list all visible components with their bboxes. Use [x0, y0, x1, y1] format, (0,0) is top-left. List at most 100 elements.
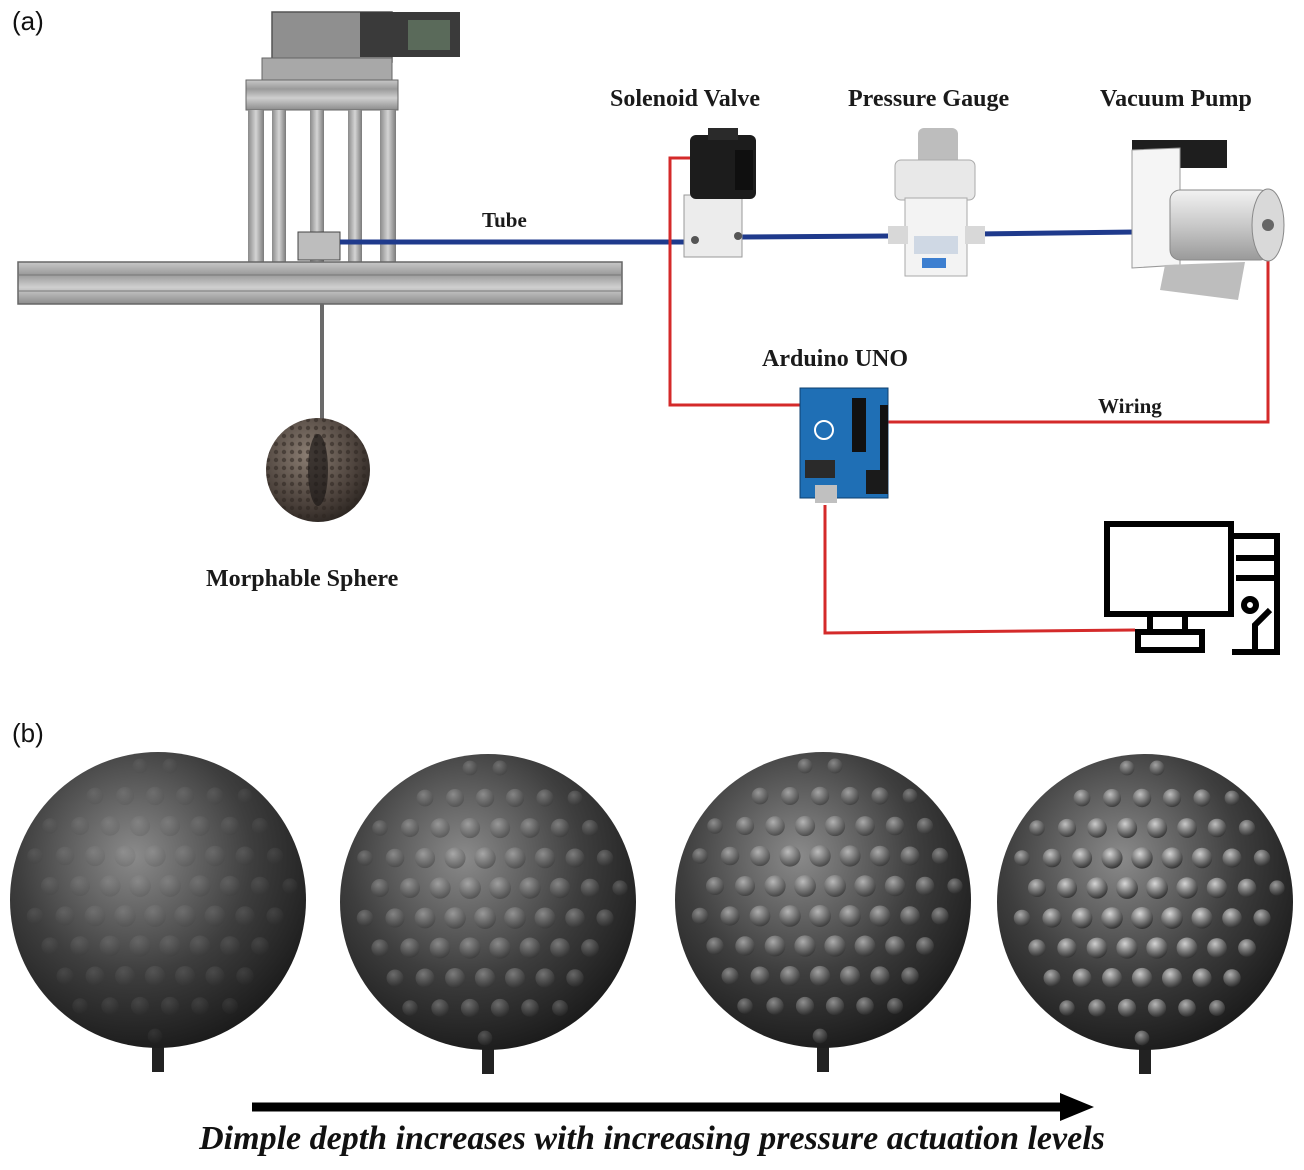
dimple: [749, 845, 771, 867]
dimple: [885, 936, 905, 956]
dimple: [1028, 939, 1046, 957]
dimple: [414, 907, 436, 929]
dimple: [1253, 849, 1271, 867]
dimple: [797, 758, 813, 774]
dimple: [1176, 937, 1198, 959]
dimple: [100, 816, 120, 836]
dimple: [1206, 877, 1228, 899]
dimple: [870, 966, 890, 986]
dimple: [947, 878, 963, 894]
dimple: [1209, 1000, 1225, 1016]
dimple: [415, 968, 435, 988]
dimple: [809, 845, 831, 867]
dimple: [1238, 939, 1256, 957]
dimple: [749, 905, 771, 927]
dimple: [855, 816, 875, 836]
dimple: [1207, 938, 1227, 958]
dimple: [444, 847, 466, 869]
dimple: [474, 967, 496, 989]
dimple: [191, 997, 209, 1015]
dimple: [839, 965, 861, 987]
dimple: [160, 996, 180, 1016]
dimple: [812, 1028, 828, 1044]
dimple: [1147, 998, 1167, 1018]
dimple: [839, 845, 861, 867]
dimple: [386, 969, 404, 987]
dimple: [42, 818, 58, 834]
dimple: [129, 935, 151, 957]
dimple: [884, 875, 906, 897]
solenoid-valve-label: Solenoid Valve: [610, 86, 761, 112]
dimple: [235, 906, 255, 926]
dimple: [144, 905, 166, 927]
dimple: [190, 816, 210, 836]
dimple: [459, 817, 481, 839]
dimple: [567, 790, 583, 806]
dimple: [1132, 788, 1152, 808]
dimple: [490, 998, 510, 1018]
dimple: [174, 965, 196, 987]
dimple: [1071, 907, 1093, 929]
dimple: [489, 877, 511, 899]
vacuum-pump-label: Vacuum Pump: [1100, 86, 1252, 112]
dimple: [1116, 877, 1138, 899]
dimple: [55, 846, 75, 866]
solenoid-valve-icon: [683, 128, 756, 258]
dimple-sphere-4: [997, 754, 1293, 1074]
dimple: [1059, 1000, 1075, 1016]
dimple: [357, 850, 373, 866]
dimple: [400, 938, 420, 958]
dimple: [175, 786, 195, 806]
dimple: [250, 876, 270, 896]
dimple: [691, 907, 709, 925]
dimple: [115, 966, 135, 986]
dimple: [145, 786, 165, 806]
dimple: [205, 966, 225, 986]
sphere-stem: [817, 1044, 829, 1072]
dimple: [1087, 818, 1107, 838]
dimple: [26, 907, 44, 925]
dimple: [1131, 907, 1153, 929]
dimple: [489, 817, 511, 839]
progression-caption: Dimple depth increases with increasing p…: [199, 1120, 1105, 1157]
dimple: [204, 905, 226, 927]
dimple: [159, 935, 181, 957]
dimple: [99, 875, 121, 897]
dimple: [370, 878, 390, 898]
dimple: [809, 965, 831, 987]
dimple: [931, 847, 949, 865]
dimple: [251, 937, 269, 955]
dimple: [101, 997, 119, 1015]
dimple: [72, 998, 88, 1014]
dimple: [612, 880, 628, 896]
panel-b-label: (b): [12, 718, 44, 748]
dimple: [129, 875, 151, 897]
dimple: [504, 847, 526, 869]
dimple: [721, 967, 739, 985]
morphable-sphere-label: Morphable Sphere: [206, 566, 399, 592]
dimple: [429, 937, 451, 959]
dimple: [1161, 847, 1183, 869]
dimple: [737, 998, 753, 1014]
arduino-board-icon: [799, 387, 889, 503]
dimple: [144, 965, 166, 987]
sphere-stem: [1139, 1046, 1151, 1074]
dimple: [1042, 848, 1062, 868]
dimple: [114, 905, 136, 927]
dimple: [824, 815, 846, 837]
dimple-sphere-3: [675, 752, 971, 1072]
dimple: [385, 848, 405, 868]
dimple: [581, 939, 599, 957]
dimple: [56, 967, 74, 985]
dimple: [1102, 788, 1122, 808]
sphere-stem: [152, 1044, 164, 1072]
dimple: [130, 996, 150, 1016]
dimple: [219, 875, 241, 897]
dimple: [70, 816, 90, 836]
dimple: [552, 1000, 568, 1016]
dimple: [1117, 998, 1137, 1018]
dimple: [735, 936, 755, 956]
dimple: [1088, 999, 1106, 1017]
dimple: [505, 788, 525, 808]
